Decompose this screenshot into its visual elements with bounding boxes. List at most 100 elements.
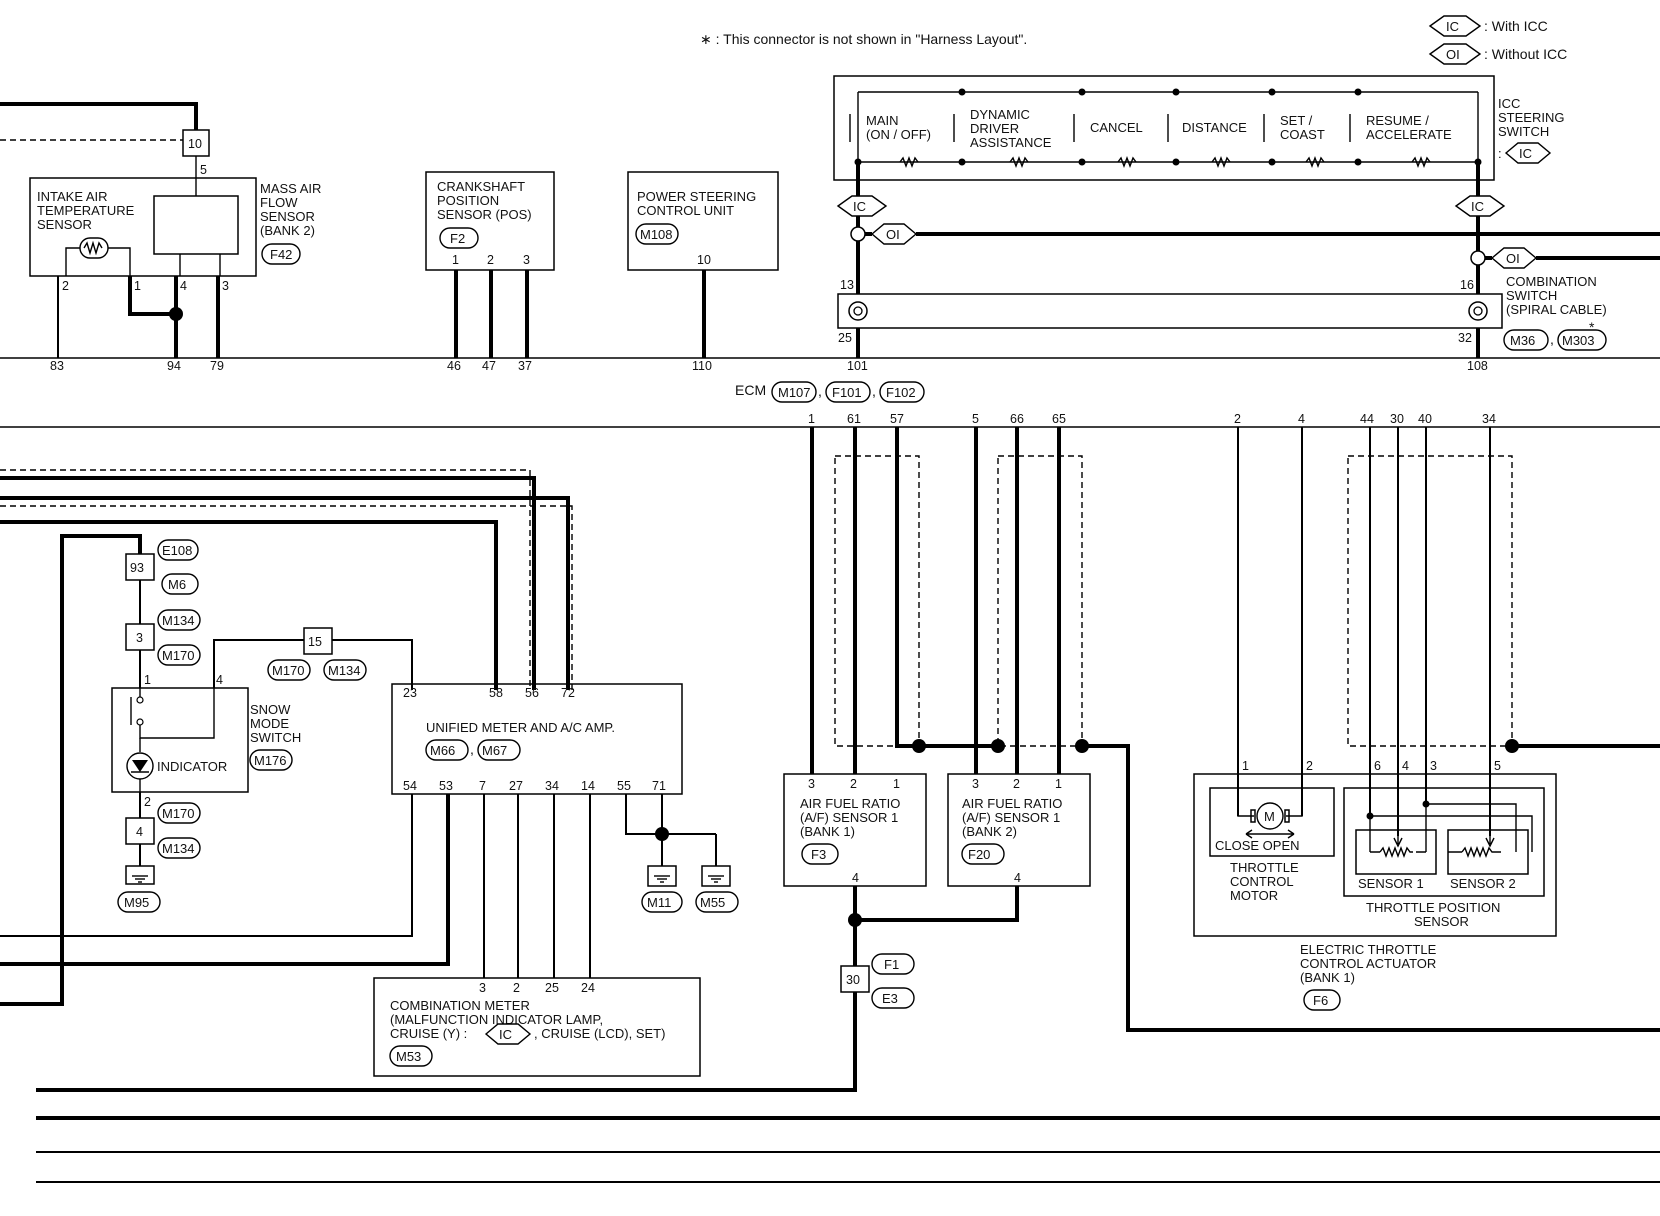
ground-m55: M55 [695,865,739,913]
conn-m6: M6 [161,573,199,595]
conn-e3: E3 [871,987,915,1009]
svg-text:DISTANCE: DISTANCE [1182,120,1247,135]
svg-text:SENSOR: SENSOR [37,217,92,232]
svg-text:(A/F) SENSOR 1: (A/F) SENSOR 1 [800,810,898,825]
svg-text:25: 25 [838,331,852,345]
svg-text:CLOSE OPEN: CLOSE OPEN [1215,838,1300,853]
svg-text:SENSOR (POS): SENSOR (POS) [437,207,532,222]
svg-text:1: 1 [1242,759,1249,773]
svg-text:MAIN: MAIN [866,113,899,128]
svg-text:25: 25 [545,981,559,995]
svg-text:M11: M11 [647,895,671,910]
svg-text:CONTROL: CONTROL [1230,874,1294,889]
svg-text:E3: E3 [882,991,898,1006]
svg-text:OI: OI [1506,251,1520,266]
svg-text:58: 58 [489,686,503,700]
svg-text:53: 53 [439,779,453,793]
svg-text:,: , [470,741,474,757]
svg-text:(BANK 1): (BANK 1) [800,824,855,839]
svg-text:IC: IC [853,199,866,214]
wire-72 [0,496,570,690]
svg-text:COMBINATION: COMBINATION [1506,274,1597,289]
svg-text:44: 44 [1360,412,1374,426]
svg-text:E108: E108 [162,543,192,558]
svg-text:M134: M134 [328,663,361,678]
joint-93: 93 [125,553,155,581]
svg-text:(SPIRAL CABLE): (SPIRAL CABLE) [1506,302,1607,317]
shield-af1 [834,455,920,747]
svg-text:IC: IC [1446,19,1459,34]
icc-steering-switch: MAIN (ON / OFF) DYNAMIC DRIVER ASSISTANC… [833,75,1495,181]
svg-text:SENSOR 1: SENSOR 1 [1358,876,1424,891]
wire-58 [0,520,498,690]
svg-text:5: 5 [1494,759,1501,773]
svg-text:(BANK 2): (BANK 2) [260,223,315,238]
wire-56 [0,476,536,690]
svg-text:94: 94 [167,359,181,373]
legend-with-icc: IC : With ICC [1428,15,1548,37]
svg-text:24: 24 [581,981,595,995]
svg-text:M67: M67 [482,743,507,758]
wire-ecm-57 [895,427,978,774]
svg-text:CRANKSHAFT: CRANKSHAFT [437,179,525,194]
svg-text:M176: M176 [254,753,287,768]
shield-72 [0,505,573,690]
svg-text:(BANK 1): (BANK 1) [1300,970,1355,985]
svg-text:DYNAMIC: DYNAMIC [970,107,1030,122]
shield-56 [0,469,531,690]
svg-text:4: 4 [136,825,143,839]
wire-23 [332,639,413,690]
svg-text:1: 1 [144,673,151,687]
svg-text:F101: F101 [832,385,862,400]
shield-af2 [997,455,1083,747]
svg-text:, CRUISE (LCD), SET): , CRUISE (LCD), SET) [534,1026,665,1041]
svg-text:3: 3 [479,981,486,995]
svg-text:34: 34 [545,779,559,793]
joint-10: 10 [182,129,210,157]
svg-text:,: , [872,383,876,399]
svg-text:SNOW: SNOW [250,702,291,717]
svg-text:IC: IC [499,1027,512,1042]
svg-text:M95: M95 [124,895,149,910]
svg-text:4: 4 [180,279,187,293]
svg-text:4: 4 [852,871,859,885]
svg-text:ELECTRIC THROTTLE: ELECTRIC THROTTLE [1300,942,1437,957]
wire-ecm-5-66 [974,427,1019,774]
svg-text:: Without ICC: : Without ICC [1484,46,1567,62]
svg-text:FLOW: FLOW [260,195,298,210]
af-sensor-bank1: 3 2 1 AIR FUEL RATIO (A/F) SENSOR 1 (BAN… [783,773,927,887]
ic-marker-right: IC [1454,195,1506,217]
conn-m134-b: M134 [323,659,367,681]
oi-marker-left: OI [870,223,918,245]
svg-text:101: 101 [847,359,868,373]
svg-text:2: 2 [62,279,69,293]
joint-4: 4 [125,817,155,845]
svg-text:M108: M108 [640,227,673,242]
svg-text:CONTROL ACTUATOR: CONTROL ACTUATOR [1300,956,1436,971]
ic-marker-left: IC [836,195,888,217]
conn-m170-c: M170 [157,802,201,824]
oi-marker-right: OI [1490,247,1538,269]
svg-text:M66: M66 [430,743,455,758]
svg-text:M170: M170 [162,648,195,663]
svg-text:OI: OI [886,227,900,242]
svg-text:108: 108 [1467,359,1488,373]
svg-text:COAST: COAST [1280,127,1325,142]
svg-text:66: 66 [1010,412,1024,426]
svg-text:(ON / OFF): (ON / OFF) [866,127,931,142]
svg-text:3: 3 [972,777,979,791]
svg-text:6: 6 [1374,759,1381,773]
snow-switch-label: SNOW MODE SWITCH M176 [249,702,301,771]
svg-text:RESUME /: RESUME / [1366,113,1429,128]
svg-text:IC: IC [1519,146,1532,161]
svg-text:CONTROL UNIT: CONTROL UNIT [637,203,734,218]
svg-text:4: 4 [1014,871,1021,885]
svg-text:7: 7 [479,779,486,793]
svg-text:1: 1 [1055,777,1062,791]
svg-text:MOTOR: MOTOR [1230,888,1278,903]
wire-top-left [0,102,198,130]
svg-text:1: 1 [893,777,900,791]
conn-m134-c: M134 [157,837,201,859]
svg-text:*: * [1589,319,1595,335]
